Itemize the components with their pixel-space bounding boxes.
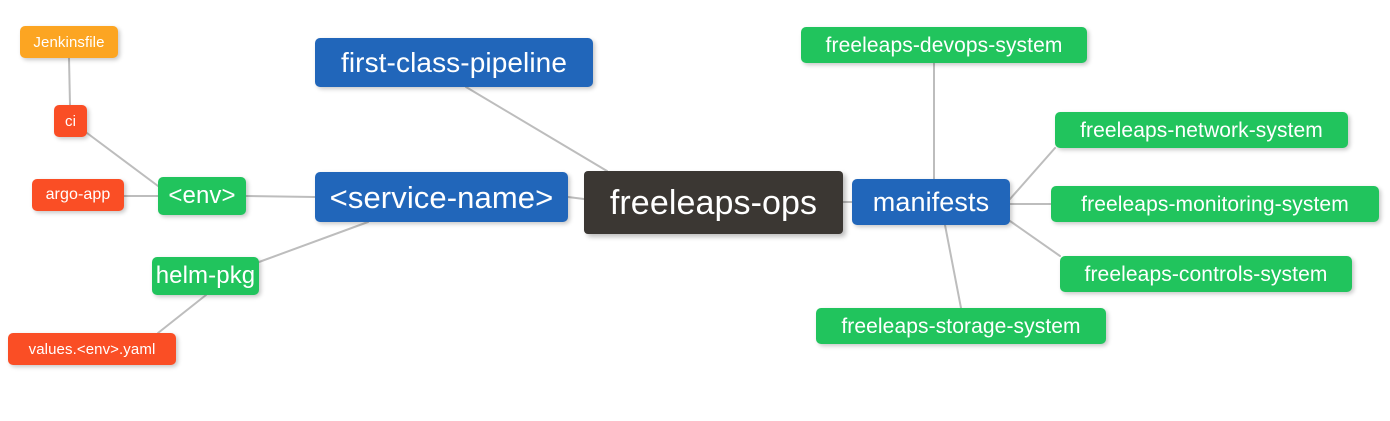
node-label: first-class-pipeline [340,46,568,78]
node-label: helm-pkg [155,262,256,289]
node-label: freeleaps-ops [609,183,818,222]
node-values-yaml[interactable]: values.<env>.yaml [8,333,176,365]
node-freeleaps-devops-system[interactable]: freeleaps-devops-system [801,27,1087,63]
node-freeleaps-network-system[interactable]: freeleaps-network-system [1055,112,1348,148]
edge-service-name-to-freeleaps-ops [567,196,585,200]
node-first-class-pipeline[interactable]: first-class-pipeline [315,38,593,87]
node-freeleaps-monitoring-system[interactable]: freeleaps-monitoring-system [1051,186,1379,222]
node-argo-app[interactable]: argo-app [32,179,124,211]
edge-freeleaps-network-system-to-manifests [1009,147,1056,200]
edge-values-yaml-to-helm-pkg [157,294,207,334]
node-label: freeleaps-devops-system [825,33,1063,57]
node-label: ci [64,112,77,130]
edge-env-to-service-name [245,195,316,198]
node-label: argo-app [45,186,111,203]
edge-helm-pkg-to-service-name [258,221,369,263]
node-label: Jenkinsfile [33,33,105,51]
node-service-name[interactable]: <service-name> [315,172,568,222]
node-ci[interactable]: ci [54,105,87,137]
node-label: freeleaps-storage-system [841,314,1081,338]
edge-freeleaps-storage-system-to-manifests [944,224,962,309]
node-freeleaps-controls-system[interactable]: freeleaps-controls-system [1060,256,1352,292]
edge-freeleaps-controls-system-to-manifests [1009,220,1061,257]
node-label: values.<env>.yaml [28,340,156,358]
node-label: manifests [872,186,990,217]
node-label: freeleaps-network-system [1080,118,1323,142]
node-label: freeleaps-monitoring-system [1081,192,1349,216]
node-manifests[interactable]: manifests [852,179,1010,225]
node-freeleaps-storage-system[interactable]: freeleaps-storage-system [816,308,1106,344]
node-label: <env> [168,182,236,209]
edge-first-class-pipeline-to-freeleaps-ops [465,86,608,172]
node-label: <service-name> [329,179,554,215]
node-label: freeleaps-controls-system [1084,262,1328,286]
node-jenkinsfile[interactable]: Jenkinsfile [20,26,118,58]
node-helm-pkg[interactable]: helm-pkg [152,257,259,295]
node-freeleaps-ops[interactable]: freeleaps-ops [584,171,843,234]
node-env[interactable]: <env> [158,177,246,215]
edge-jenkinsfile-to-ci [68,57,71,106]
